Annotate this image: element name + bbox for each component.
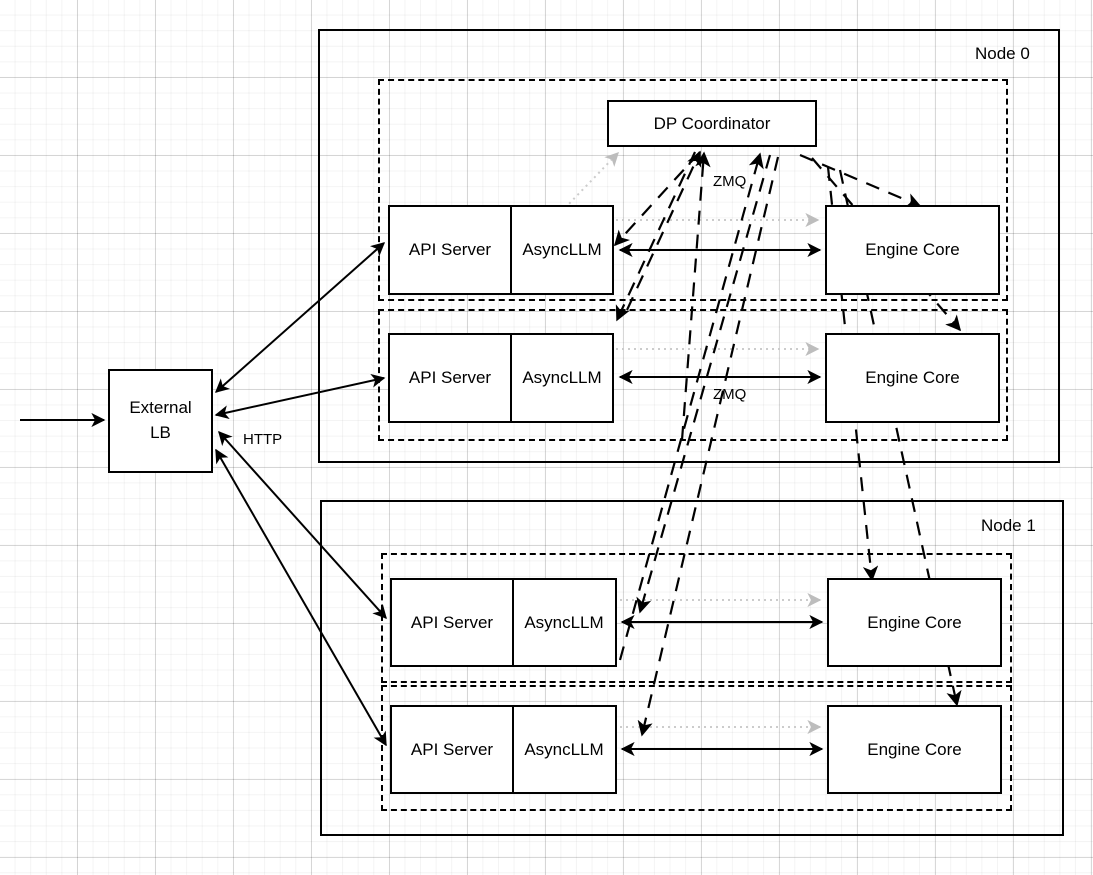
edge-dotted-asyncllm-coordinator [564, 151, 619, 209]
external-lb-label-line2: LB [150, 423, 171, 442]
engine-core-label: Engine Core [867, 739, 962, 759]
engine-core-node0-rank0[interactable]: Engine Core [825, 205, 1000, 295]
dp-coordinator-label: DP Coordinator [653, 113, 771, 133]
engine-core-label: Engine Core [865, 368, 960, 387]
api-server-node1-rank1[interactable]: API Server [392, 707, 514, 792]
edge-coordinator-to-asyncllm-n1r1 [637, 156, 780, 737]
engine-core-label: Engine Core [867, 612, 962, 632]
async-llm-node0-rank1[interactable]: AsyncLLM [512, 335, 612, 421]
async-llm-node1-rank1[interactable]: AsyncLLM [514, 707, 614, 792]
external-lb-box[interactable]: External LB [108, 369, 213, 473]
api-server-label: API Server [410, 739, 494, 759]
edge-coordinator-to-asyncllm-n0r0 [613, 151, 701, 247]
node-1-rank-0-group [381, 553, 1012, 683]
zmq-edge-label-top: ZMQ [713, 173, 747, 190]
engine-core-node1-rank1[interactable]: Engine Core [827, 705, 1002, 794]
node-1-container [320, 500, 1064, 836]
edge-coordinator-to-enginecore-n0r0 [799, 153, 922, 208]
api-server-label: API Server [408, 240, 492, 259]
edge-coordinator-to-asyncllm-n1r0 [636, 154, 772, 614]
edge-coordinator-to-enginecore-n1r0 [826, 166, 879, 582]
api-server-group-node0-rank0[interactable]: API Server AsyncLLM [388, 205, 614, 295]
node-0-container [318, 29, 1060, 463]
api-server-group-node1-rank1[interactable]: API Server AsyncLLM [390, 705, 617, 794]
edge-lb-to-api-n1r1 [215, 448, 387, 747]
engine-core-label: Engine Core [865, 240, 960, 259]
node-1-label: Node 1 [981, 516, 1036, 535]
node-0-rank-0-group [378, 79, 1008, 301]
async-llm-node0-rank0[interactable]: AsyncLLM [512, 207, 612, 293]
edge-asyncllm-n1r0-to-coordinator [618, 152, 764, 661]
async-llm-label: AsyncLLM [524, 612, 604, 632]
api-server-node0-rank1[interactable]: API Server [390, 335, 512, 421]
external-lb-label-line1: External [129, 398, 192, 418]
dp-coordinator-box[interactable]: DP Coordinator [607, 100, 817, 147]
api-server-group-node1-rank0[interactable]: API Server AsyncLLM [390, 578, 617, 667]
async-llm-label: AsyncLLM [524, 739, 604, 759]
zmq-edge-label-mid: ZMQ [713, 386, 747, 403]
edge-lb-to-api-n0r0 [214, 242, 386, 393]
async-llm-node1-rank0[interactable]: AsyncLLM [514, 580, 614, 665]
edge-asyncllm-n0r0-to-coordinator [626, 150, 702, 311]
api-server-node1-rank0[interactable]: API Server [392, 580, 514, 665]
node-0-rank-1-group [378, 309, 1008, 441]
api-server-node0-rank0[interactable]: API Server [390, 207, 512, 293]
node-0-label: Node 0 [975, 44, 1030, 63]
http-edge-label: HTTP [243, 431, 283, 448]
edge-coordinator-to-asyncllm-n0r1 [615, 151, 696, 322]
api-server-group-node0-rank1[interactable]: API Server AsyncLLM [388, 333, 614, 423]
node-1-rank-1-group [381, 685, 1012, 811]
api-server-label: API Server [408, 368, 492, 387]
edge-coordinator-to-enginecore-n0r1 [811, 157, 962, 332]
engine-core-node1-rank0[interactable]: Engine Core [827, 578, 1002, 667]
api-server-label: API Server [410, 612, 494, 632]
edge-lb-to-api-n0r1 [214, 373, 386, 420]
async-llm-label: AsyncLLM [522, 368, 602, 387]
async-llm-label: AsyncLLM [522, 240, 602, 259]
engine-core-node0-rank1[interactable]: Engine Core [825, 333, 1000, 423]
